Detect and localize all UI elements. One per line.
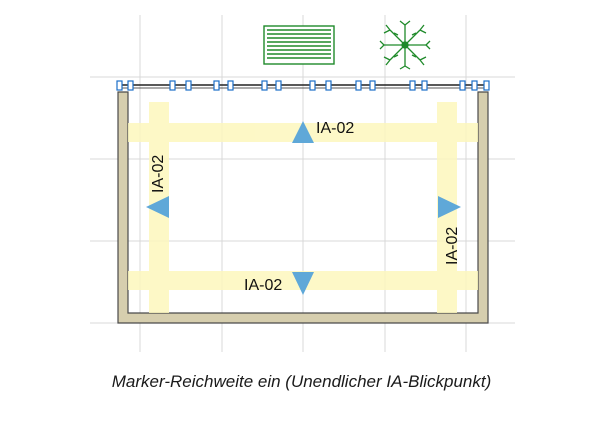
marker-top-arrow-icon[interactable] bbox=[292, 121, 314, 143]
marker-top[interactable]: IA-02 bbox=[292, 120, 354, 143]
marker-left-arrow-icon[interactable] bbox=[146, 196, 169, 218]
marker-bottom-arrow-icon[interactable] bbox=[292, 272, 314, 295]
marker-bottom[interactable]: IA-02 bbox=[244, 272, 314, 295]
marker-left[interactable]: IA-02 bbox=[146, 155, 169, 218]
room-walls[interactable] bbox=[117, 91, 489, 324]
tree-icon bbox=[379, 20, 431, 70]
marker-left-label: IA-02 bbox=[150, 155, 167, 193]
figure-caption: Marker-Reichweite ein (Unendlicher IA-Bl… bbox=[111, 372, 492, 391]
marker-right-label: IA-02 bbox=[444, 227, 461, 265]
marker-bottom-label: IA-02 bbox=[244, 277, 282, 294]
top-rail[interactable] bbox=[116, 80, 490, 91]
marker-right[interactable]: IA-02 bbox=[438, 196, 461, 265]
marker-top-label: IA-02 bbox=[316, 120, 354, 137]
marker-right-arrow-icon[interactable] bbox=[438, 196, 461, 218]
window-blind-icon bbox=[263, 25, 335, 65]
